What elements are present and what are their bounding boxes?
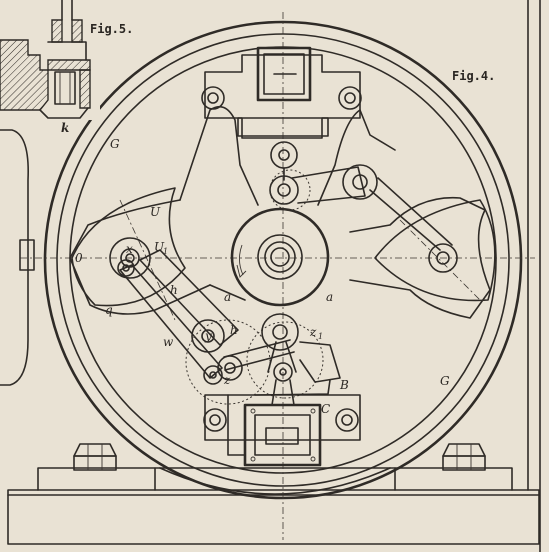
base-plate	[7, 0, 541, 552]
foundation-bolt-left	[73, 443, 117, 471]
label-G-left: G	[110, 137, 120, 151]
center-lines	[20, 12, 535, 540]
label-B: B	[339, 378, 349, 392]
lobe-right	[374, 199, 496, 302]
lower-linkage	[117, 249, 341, 406]
foundation-bolt-right	[442, 443, 486, 471]
upper-bearing	[201, 46, 362, 139]
label-w: w	[163, 335, 174, 349]
cam-plate	[69, 105, 491, 319]
pedestal	[37, 467, 513, 495]
label-h-upper: h	[170, 283, 178, 297]
fig5-caption: Fig.5.	[90, 22, 133, 36]
label-C: C	[321, 402, 330, 416]
lower-box	[203, 394, 361, 467]
fig4-caption: Fig.4.	[452, 69, 495, 83]
label-x: x	[126, 242, 133, 256]
label-a-right: a	[326, 290, 333, 304]
label-U1-subscript: 1	[163, 247, 168, 256]
label-zero: 0	[75, 251, 83, 265]
label-z1: z	[309, 325, 317, 339]
label-G-right: G	[440, 374, 450, 388]
side-housing	[0, 129, 35, 386]
label-h-lower: h	[230, 323, 238, 337]
label-k: k	[61, 121, 69, 135]
label-z1-subscript: 1	[318, 332, 323, 341]
upper-lever	[269, 141, 453, 251]
label-a-left: a	[224, 290, 231, 304]
fig5-inset	[0, 0, 100, 120]
label-q: q	[105, 303, 113, 317]
lobe-U	[71, 187, 186, 307]
label-z: z	[223, 373, 231, 387]
label-U: U	[150, 205, 161, 219]
central-hub	[230, 207, 330, 307]
label-y: y	[204, 329, 212, 343]
label-U1: U	[154, 240, 165, 254]
